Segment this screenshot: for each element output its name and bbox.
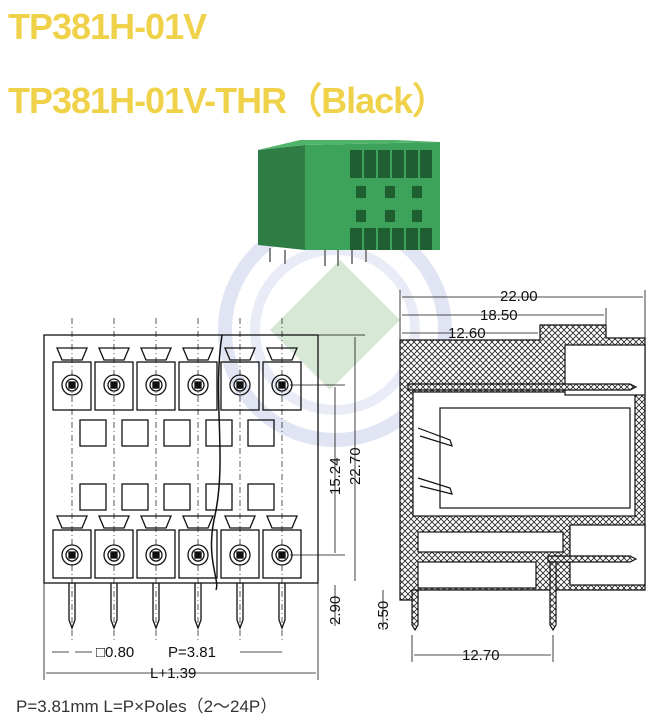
dim-pitch: P=3.81 bbox=[168, 644, 216, 661]
product-title-secondary: TP381H-01V-THR（Black） bbox=[8, 80, 448, 121]
product-title-primary: TP381H-01V bbox=[8, 6, 207, 47]
dim-depth-mid: 18.50 bbox=[480, 307, 518, 324]
side-view-dimensions: 22.00 18.50 12.60 3.50 12.70 bbox=[375, 288, 538, 664]
dim-pin-size: □0.80 bbox=[96, 644, 134, 661]
product-photo bbox=[258, 140, 440, 266]
side-view-drawing bbox=[382, 290, 646, 662]
dim-pin-length: 2.90 bbox=[327, 596, 344, 625]
dim-pin-spacing: 12.70 bbox=[462, 647, 500, 664]
front-view-drawing bbox=[43, 318, 365, 680]
pitch-formula-note: P=3.81mm L=P×Poles（2～24P） bbox=[16, 697, 278, 716]
dim-overall-length: L+1.39 bbox=[150, 665, 196, 682]
front-view-dimensions: □0.80 P=3.81 L+1.39 15.24 22.70 2.90 bbox=[96, 447, 364, 682]
dim-depth-total: 22.00 bbox=[500, 288, 538, 305]
dim-side-pin-length: 3.50 bbox=[375, 601, 392, 630]
dim-depth-step: 12.60 bbox=[448, 325, 486, 342]
dim-height: 22.70 bbox=[347, 447, 364, 485]
dim-row-spacing: 15.24 bbox=[327, 457, 344, 495]
